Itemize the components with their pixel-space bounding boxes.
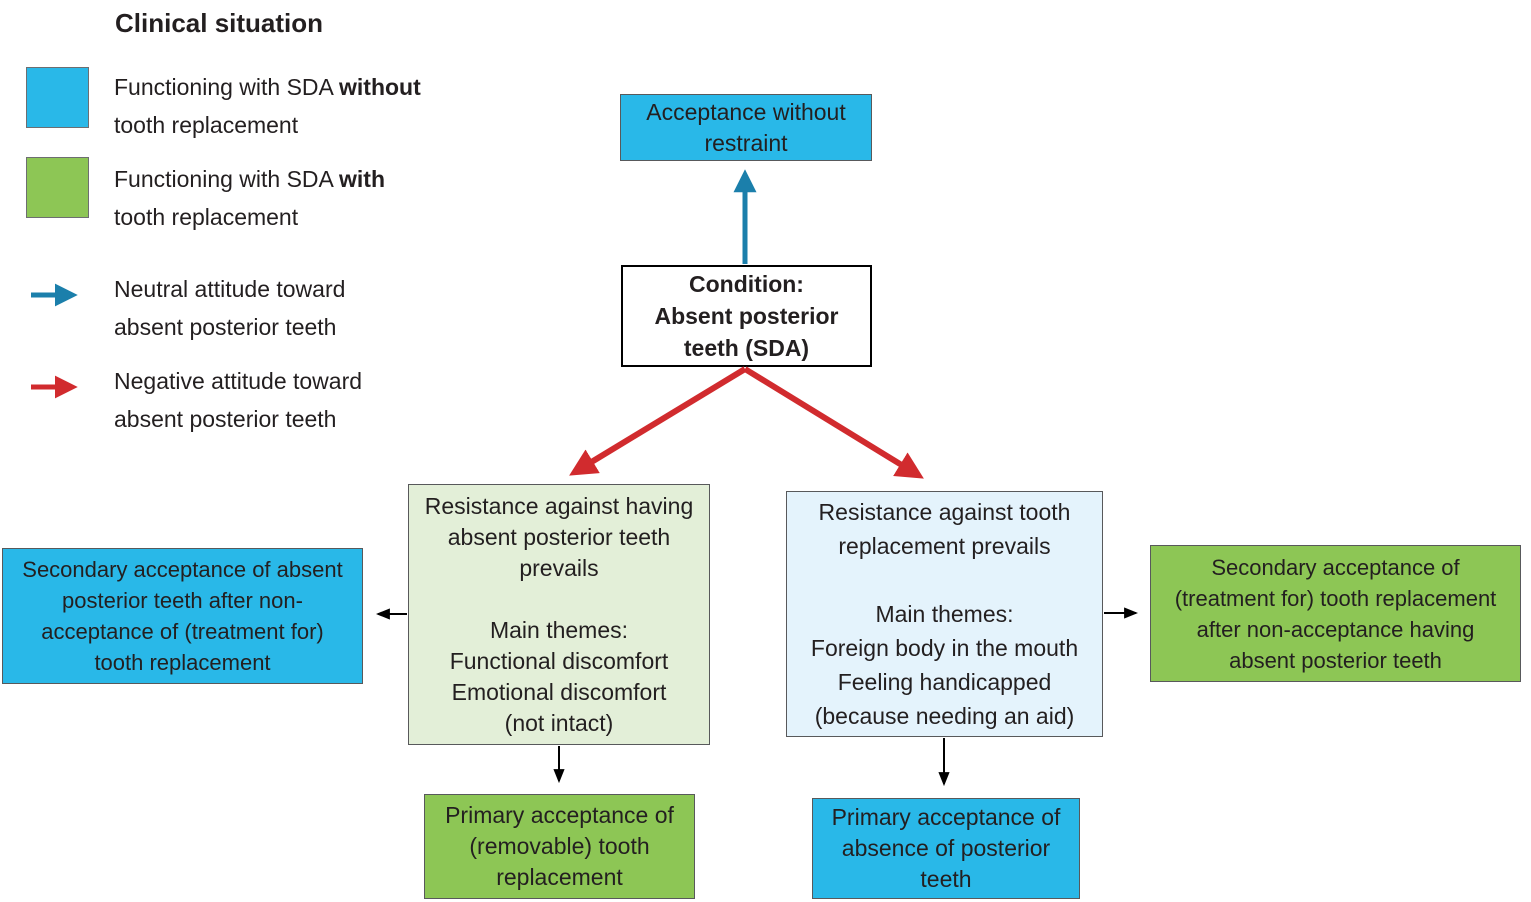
legend-title: Clinical situation (115, 8, 324, 38)
arrow-condition-to-resistance-absent (569, 366, 747, 476)
legend-label-text: tooth replacement (114, 204, 299, 230)
legend-swatch-green (26, 157, 89, 218)
legend-label-text: tooth replacement (114, 112, 299, 138)
legend-label-text: Functioning with SDA (114, 74, 340, 100)
box-secondary-acceptance-replacement: Secondary acceptance of(treatment for) t… (1150, 545, 1521, 682)
legend-label-bold: with (339, 166, 386, 192)
legend-label-bold: without (339, 74, 421, 100)
legend-label-sda-with: Functioning with SDA with tooth replacem… (114, 160, 385, 236)
legend-swatch-blue (26, 67, 89, 128)
legend-label-sda-without: Functioning with SDA without tooth repla… (114, 68, 421, 144)
legend-label-text: Functioning with SDA (114, 166, 340, 192)
arrow-condition-to-resistance-replacement (743, 366, 924, 479)
